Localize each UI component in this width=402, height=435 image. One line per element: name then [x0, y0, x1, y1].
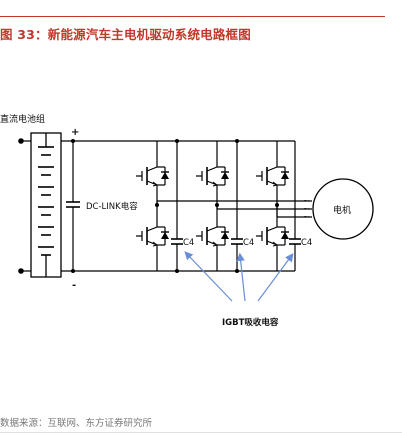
phase-mark-1: ~ [303, 196, 310, 205]
phase-outputs [156, 200, 312, 218]
minus-sign: - [72, 280, 76, 291]
c4-label-1: C4 [183, 238, 194, 248]
header-rule [0, 16, 385, 17]
circuit-diagram: 直流电池组 + - [0, 105, 390, 340]
battery-label: 直流电池组 [0, 113, 45, 125]
phase-mark-3: ~ [303, 212, 310, 221]
c4-label-3: C4 [301, 238, 312, 248]
battery-cells [38, 133, 54, 277]
source-note: 数据来源：互联网、东方证券研究所 [0, 418, 153, 429]
phase-mark-2: ~ [303, 204, 310, 213]
c4-label-2: C4 [243, 238, 254, 248]
caption-arrows [184, 251, 294, 302]
motor-label: 电机 [333, 204, 351, 216]
igbt-caption: IGBT吸收电容 [222, 317, 279, 328]
phase-leg-2 [195, 141, 230, 271]
figure-title: 图 33：新能源汽车主电机驱动系统电路框图 [0, 27, 251, 42]
dclink-capacitor [66, 141, 80, 271]
phase-leg-3 [255, 141, 290, 271]
phase-leg-1 [135, 141, 170, 271]
snubber-capacitors [171, 141, 301, 271]
plus-sign: + [71, 127, 79, 138]
motor [312, 178, 374, 240]
dclink-label: DC-LINK电容 [86, 201, 138, 212]
footer-rule [0, 432, 402, 433]
